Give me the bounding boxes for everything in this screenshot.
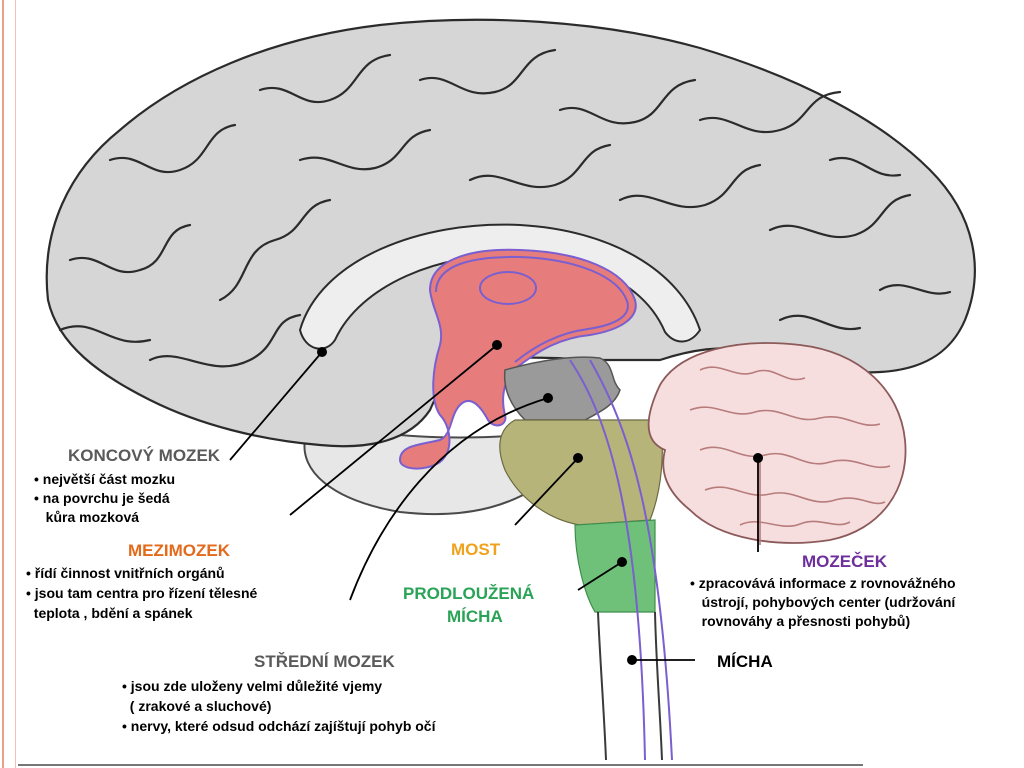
thalamus-ring [479, 271, 537, 305]
pons [499, 419, 663, 526]
cerebellum [647, 342, 907, 544]
label-micha: MÍCHA [717, 652, 773, 671]
label-mezimozek: MEZIMOZEK [128, 541, 230, 560]
mezimozek-bullet-2: • jsou tam centra pro řízení tělesné [26, 585, 258, 601]
stredni-bullet-3: • nervy, které odsud odchází zajíštují p… [122, 718, 436, 734]
leader-lines [229, 344, 759, 661]
mezimozek-bullet-1: • řídí činnost vnitřních orgánů [26, 565, 225, 581]
label-koncovy-mozek: KONCOVÝ MOZEK [68, 446, 221, 465]
midbrain [503, 356, 621, 421]
corpus-callosum [298, 223, 702, 350]
mozecek-bullet-3: rovnováhy a přesnosti pohybů) [690, 613, 911, 629]
cortex-folds [58, 48, 952, 368]
stredni-bullet-2: ( zrakové a sluchové) [122, 698, 272, 714]
slide-bottom-line [18, 764, 863, 766]
label-mozecek: MOZEČEK [802, 552, 887, 571]
koncovy-bullet-1: • největší část mozku [34, 471, 176, 487]
slide-left-border [2, 0, 16, 768]
koncovy-bullet-3: kůra mozková [34, 509, 140, 525]
label-stredni-mozek: STŘEDNÍ MOZEK [254, 652, 395, 671]
mozecek-bullet-1: • zpracovává informace z rovnovážného [690, 575, 956, 591]
label-most: MOST [451, 540, 501, 559]
spinal-cord [597, 611, 663, 761]
pathway-outline [435, 255, 629, 363]
mozecek-bullet-2: ústrojí, pohybových center (udržování [690, 594, 956, 610]
mezimozek-bullet-3: teplota , bdění a spánek [26, 605, 193, 621]
label-prodlouzena-micha: MÍCHA [447, 607, 503, 626]
leader-dots [317, 340, 763, 665]
label-prodlouzena: PRODLOUŽENÁ [403, 584, 535, 603]
stredni-bullet-1: • jsou zde uloženy velmi důležité vjemy [122, 678, 383, 694]
cerebellum-folia [689, 366, 891, 545]
nerve-tracts [569, 359, 673, 761]
koncovy-bullet-2: • na povrchu je šedá [34, 490, 170, 506]
